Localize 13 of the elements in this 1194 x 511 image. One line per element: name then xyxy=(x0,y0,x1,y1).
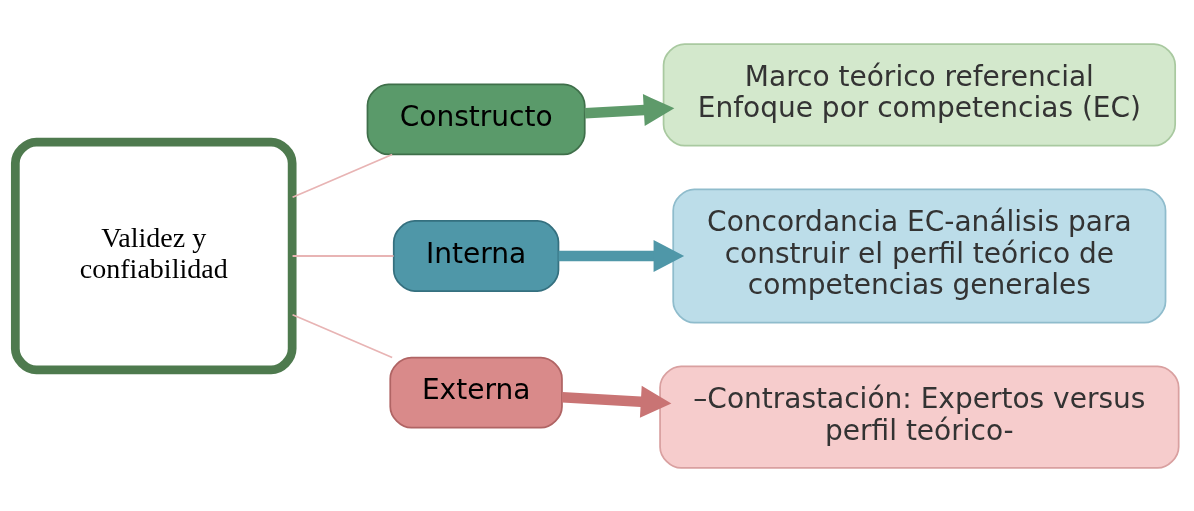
arrow xyxy=(558,239,685,272)
node-box: –Contrastación: Expertos versus perfil teórico- xyxy=(659,365,1180,469)
node-box: Marco teórico referencial Enfoque por competencias (EC) xyxy=(662,42,1177,146)
arrow xyxy=(561,385,672,418)
connector xyxy=(291,153,394,198)
connector xyxy=(291,254,395,257)
node-box: Externa xyxy=(389,356,563,429)
node-box: Concordancia EC-análisis para construir el perfil teórico de competencias generales xyxy=(672,188,1167,323)
connector xyxy=(291,313,394,358)
node-box: Interna xyxy=(392,219,560,292)
node-box: Constructo xyxy=(366,82,586,155)
node-box: Validez y confiabilidad xyxy=(10,137,297,374)
arrow xyxy=(584,93,675,126)
